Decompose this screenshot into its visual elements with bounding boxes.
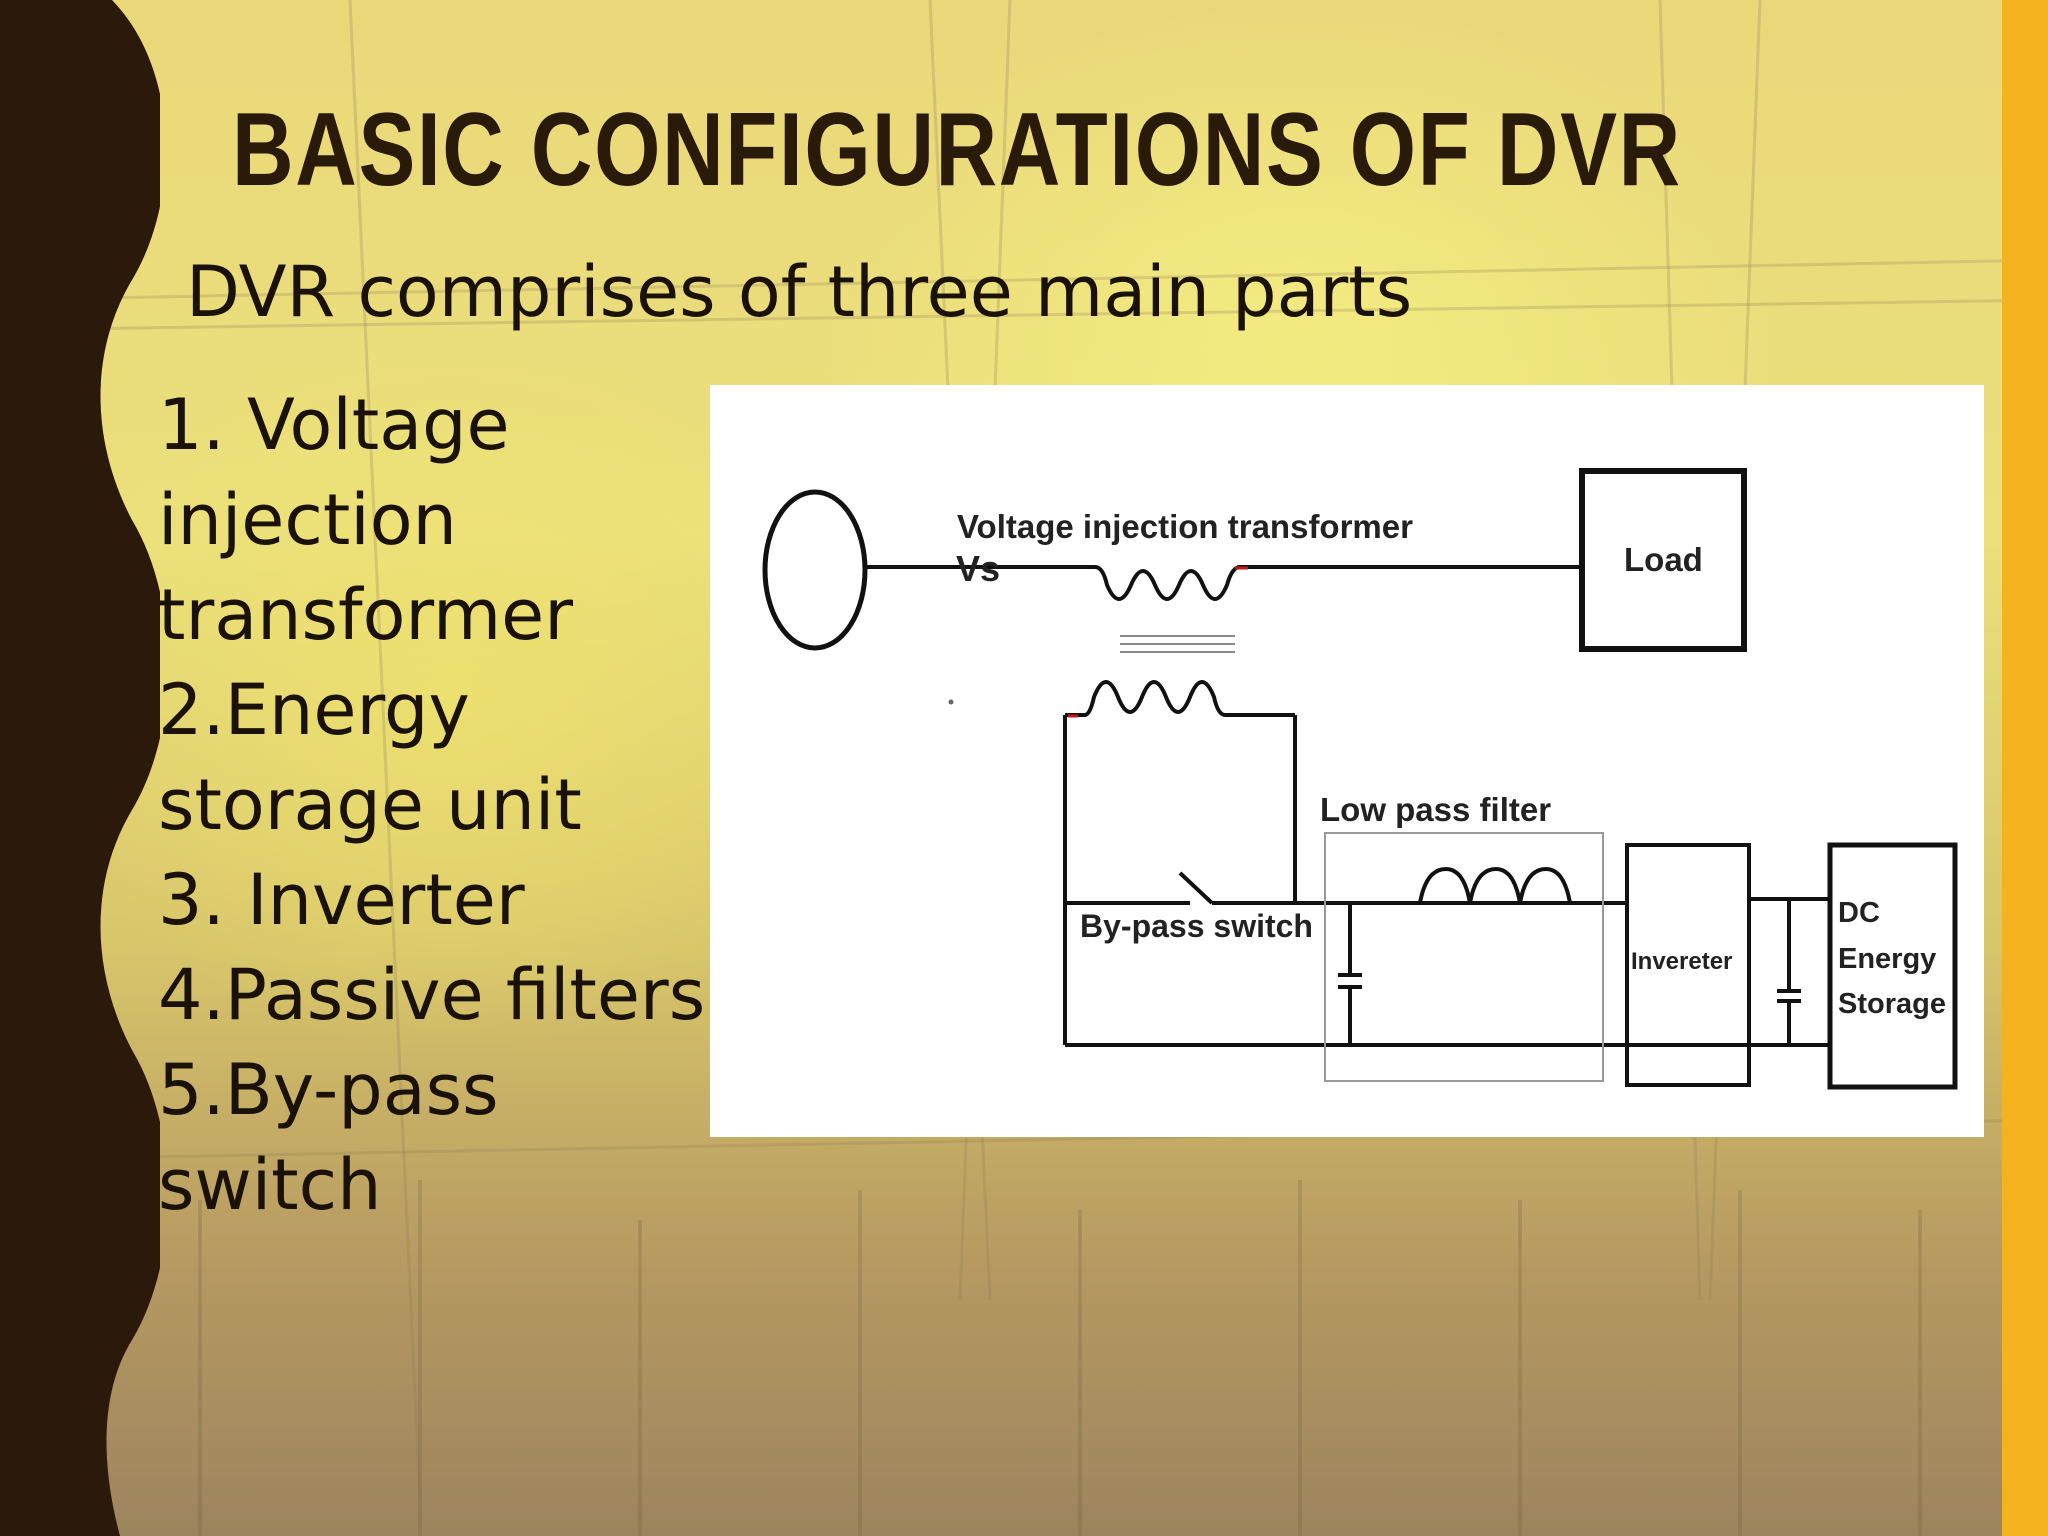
- load-label: Load: [1624, 541, 1703, 578]
- storage-label-storage: Storage: [1838, 988, 1946, 1020]
- load-box: [1579, 468, 1747, 652]
- list-item: 3. Inverter: [158, 859, 525, 941]
- slide-subtitle: DVR comprises of three main parts: [186, 251, 1413, 333]
- dc-storage-box: [1827, 842, 1958, 1090]
- inverter-box: [1625, 843, 1751, 1087]
- list-item: 2.Energy storage unit: [158, 669, 582, 846]
- voltage-source-symbol: [762, 489, 868, 651]
- slide-title: BASIC CONFIGURATIONS OF DVR: [232, 92, 1682, 208]
- list-item: 4.Passive filters: [158, 954, 706, 1036]
- transformer-secondary-winding: [1065, 680, 1295, 717]
- storage-label-dc: DC: [1838, 897, 1880, 929]
- bypass-switch-blade: [1178, 871, 1214, 905]
- dvr-circuit-diagram: Vs Voltage injection transformer Load Lo…: [710, 385, 1984, 1137]
- filter-label: Low pass filter: [1320, 791, 1551, 828]
- low-pass-filter-outline: [1324, 832, 1604, 1082]
- storage-label-energy: Energy: [1838, 943, 1936, 975]
- list-item: 5.By-pass switch: [158, 1049, 499, 1226]
- switch-label: By-pass switch: [1080, 908, 1313, 944]
- parts-list: 1. Voltage injection transformer 2.Energ…: [158, 378, 718, 1233]
- accent-strip: [2002, 0, 2048, 1536]
- vs-label: Vs: [956, 548, 1000, 589]
- transformer-label: Voltage injection transformer: [957, 508, 1413, 545]
- filter-inductor: [1418, 866, 1615, 905]
- list-item: 1. Voltage injection transformer: [158, 384, 574, 656]
- left-wavy-band: [0, 0, 160, 1536]
- transformer-primary-winding: [1094, 565, 1241, 601]
- inverter-label: Invereter: [1631, 948, 1732, 975]
